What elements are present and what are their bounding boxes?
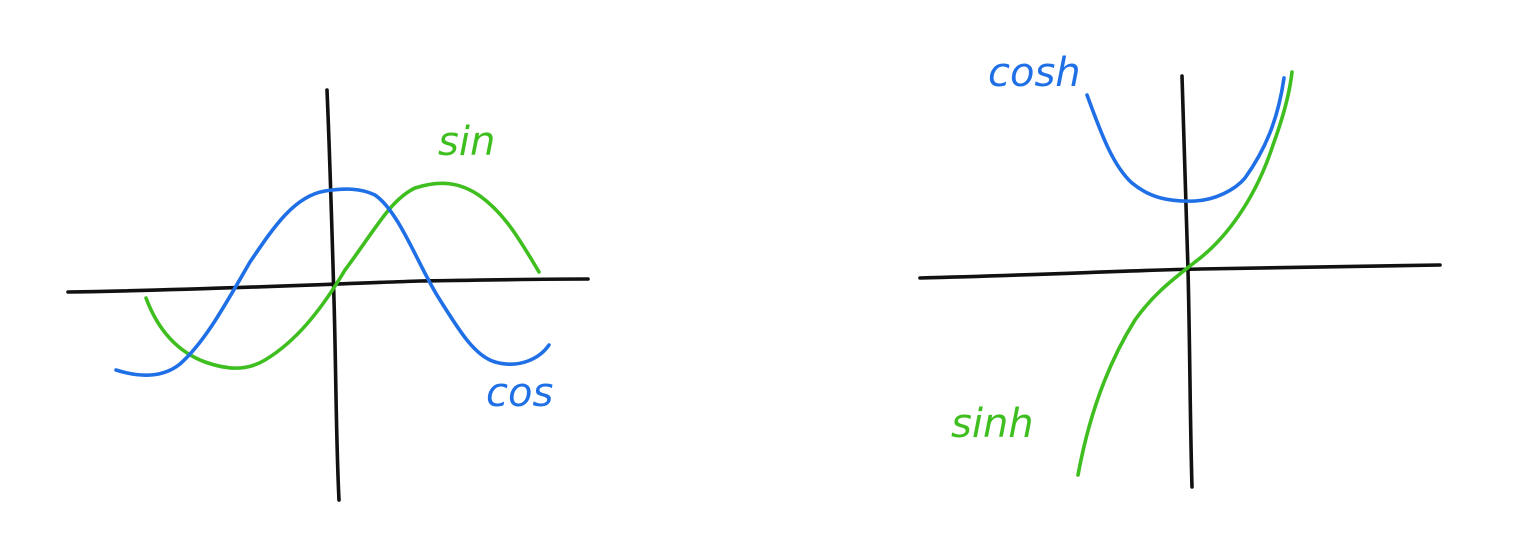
cos-curve [114,187,551,378]
sinh-label: sinh [951,401,1034,447]
sinh-curve [1076,70,1294,477]
sin-label: sin [438,119,495,165]
trig-panel: sin cos [66,88,590,502]
trig-x-axis [66,277,590,294]
sin-curve [144,181,541,370]
cosh-curve [1085,76,1286,203]
trig-y-axis [325,88,341,502]
cos-label: cos [486,370,553,416]
cosh-label: cosh [988,50,1081,96]
hyperbolic-y-axis [1180,74,1194,489]
hyperbolic-panel: cosh sinh [918,50,1442,489]
hyperbolic-x-axis [918,263,1442,280]
